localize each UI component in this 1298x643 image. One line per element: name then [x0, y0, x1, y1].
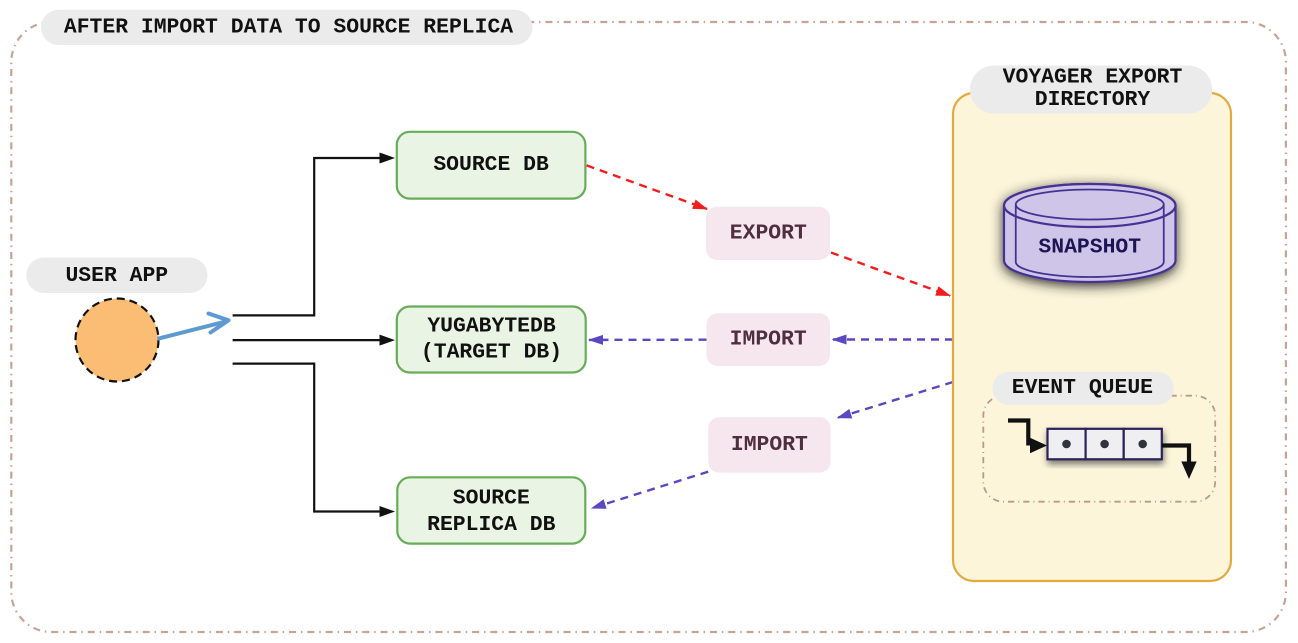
svg-text:SOURCE: SOURCE — [453, 486, 530, 510]
svg-text:VOYAGER EXPORT: VOYAGER EXPORT — [1003, 65, 1183, 89]
svg-text:EXPORT: EXPORT — [730, 222, 807, 246]
svg-text:YUGABYTEDB: YUGABYTEDB — [427, 314, 556, 338]
svg-text:USER APP: USER APP — [65, 264, 168, 288]
svg-text:REPLICA DB: REPLICA DB — [427, 513, 556, 537]
svg-text:IMPORT: IMPORT — [730, 328, 807, 352]
svg-text:DIRECTORY: DIRECTORY — [1035, 88, 1151, 112]
svg-text:SOURCE DB: SOURCE DB — [433, 153, 549, 177]
svg-text:SNAPSHOT: SNAPSHOT — [1038, 236, 1141, 260]
svg-text:(TARGET DB): (TARGET DB) — [421, 341, 562, 365]
svg-text:EVENT QUEUE: EVENT QUEUE — [1012, 376, 1153, 400]
svg-text:AFTER IMPORT DATA TO SOURCE RE: AFTER IMPORT DATA TO SOURCE REPLICA — [64, 15, 513, 39]
svg-text:IMPORT: IMPORT — [731, 433, 808, 457]
